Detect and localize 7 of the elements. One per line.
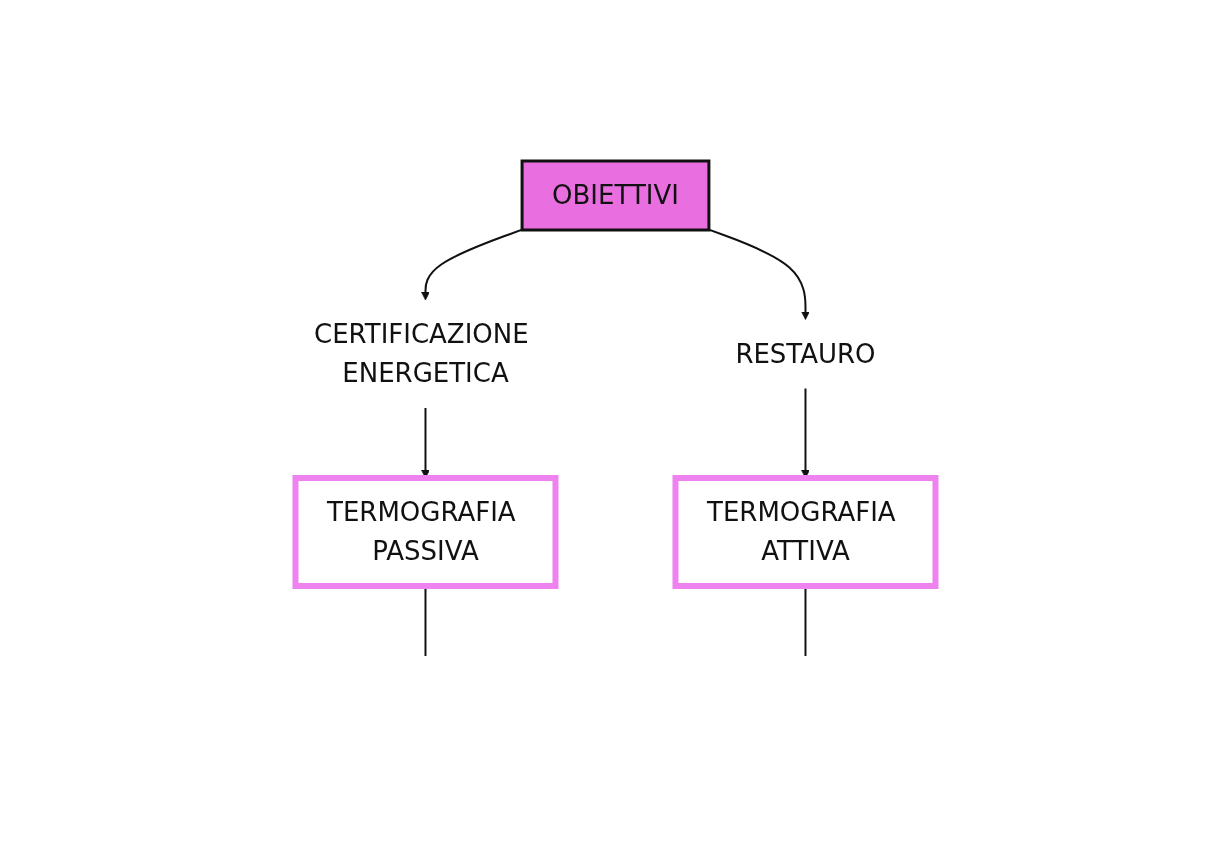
node-box: TERMOGRAFIA ATTIVA <box>672 474 939 589</box>
arrow <box>421 228 524 300</box>
node-box: TERMOGRAFIA PASSIVA <box>292 474 559 589</box>
node-text: CERTIFICAZIONE ENERGETICA <box>314 318 529 388</box>
node-text: RESTAURO <box>735 338 876 368</box>
arrow <box>708 228 811 320</box>
node-box: OBIETTIVI <box>520 159 711 231</box>
